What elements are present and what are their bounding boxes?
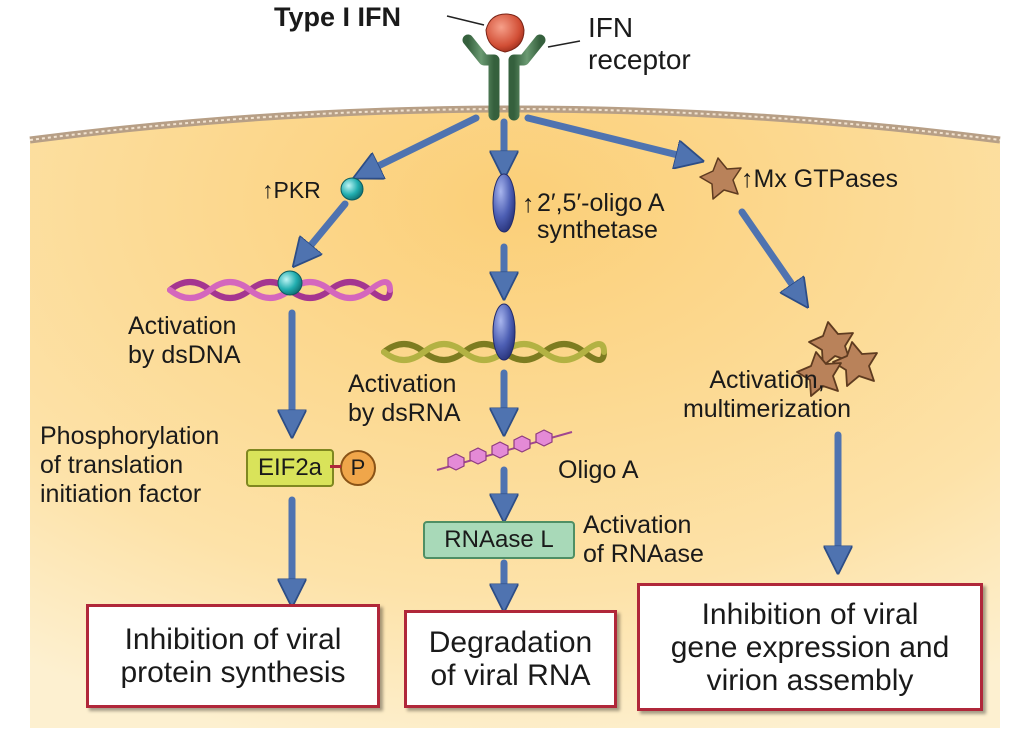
oas-label: 2′,5′-oligo A synthetase	[537, 189, 665, 244]
oligo-a-chain-icon	[436, 429, 573, 471]
pkr-on-dsdna-icon	[277, 270, 303, 296]
pkr-label-group: ↑PKR	[262, 176, 321, 205]
dsrna-activation-label: Activation by dsRNA	[348, 370, 461, 427]
oas-up-arrow-icon: ↑	[522, 190, 535, 218]
rnaase-l-badge: RNAase L	[423, 521, 575, 559]
arrow-mx-to-multimer	[738, 208, 800, 296]
pkr-icon	[340, 177, 364, 201]
multimerization-label: Activation, multimerization	[682, 366, 852, 423]
receptor-leader-line	[547, 40, 581, 48]
eif2a-badge: EIF2a	[246, 449, 334, 487]
mx-up-arrow-icon: ↑	[741, 165, 754, 193]
ligand-leader-line	[446, 15, 485, 26]
arrow-receptor-to-mx	[524, 114, 690, 158]
eif2a-phosphate-link	[330, 465, 341, 468]
phosphorylation-label: Phosphorylation of translation initiatio…	[40, 422, 220, 508]
oas-icon	[492, 173, 516, 233]
mx-label: Mx GTPases	[753, 165, 898, 193]
pkr-up-arrow-icon: ↑	[262, 177, 274, 203]
dsdna-activation-label: Activation by dsDNA	[128, 312, 241, 369]
arrow-receptor-to-pkr	[366, 114, 480, 172]
type-i-ifn-ligand-icon	[485, 13, 525, 53]
phosphate-badge: P	[340, 450, 376, 486]
outcome-inhibit-gene-expression: Inhibition of viral gene expression and …	[637, 583, 983, 711]
outcome-degradation-viral-rna: Degradation of viral RNA	[404, 610, 617, 708]
type-i-ifn-label: Type I IFN	[274, 2, 402, 32]
mx-label-group: ↑Mx GTPases	[741, 165, 898, 194]
oas-on-dsrna-icon	[492, 303, 516, 361]
oligo-a-label: Oligo A	[558, 456, 639, 484]
mx-multimer-stars-icon	[796, 321, 878, 397]
outcome-inhibit-protein-synthesis: Inhibition of viral protein synthesis	[86, 604, 380, 708]
rnaase-activation-label: Activation of RNAase	[583, 511, 704, 568]
ifn-receptor-label: IFN receptor	[588, 12, 691, 75]
arrow-pkr-to-dsdna	[302, 200, 349, 256]
pkr-label: PKR	[273, 177, 321, 203]
mx-gtpase-star-icon	[699, 157, 742, 200]
ifn-receptor-icon	[462, 34, 546, 121]
